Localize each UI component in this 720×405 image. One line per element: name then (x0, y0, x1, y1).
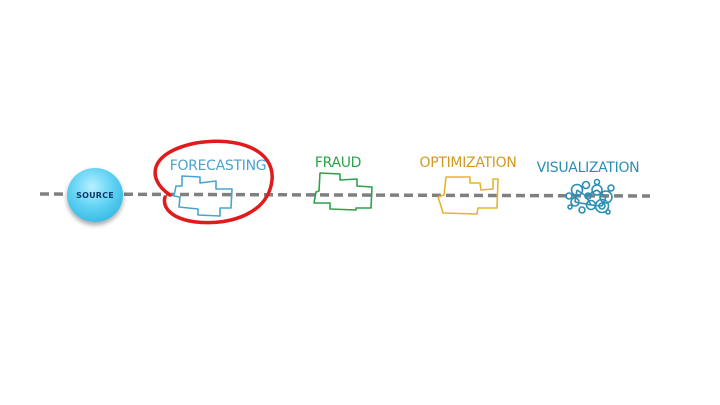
visualization-label: VISUALIZATION (536, 160, 640, 176)
source-node: SOURCE (67, 168, 123, 222)
fraud-label: FRAUD (314, 155, 362, 171)
optimization-label: OPTIMIZATION (419, 155, 517, 171)
optimization-puzzle-icon (437, 176, 499, 215)
highlight-circle (153, 139, 274, 225)
source-label: SOURCE (76, 190, 114, 200)
fraud-puzzle-icon (313, 172, 373, 211)
network-cluster-icon (565, 178, 615, 215)
forecasting-puzzle-icon (173, 175, 233, 217)
forecasting-label: FORECASTING (169, 158, 267, 174)
dashed-connector (39, 192, 651, 198)
